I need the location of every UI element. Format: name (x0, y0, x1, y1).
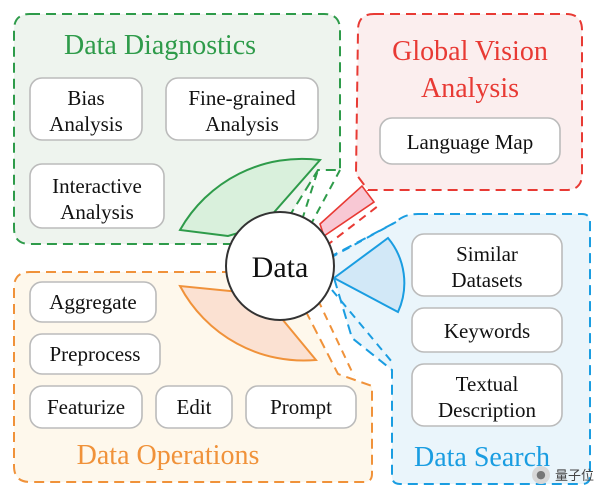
panel-operations-title: Data Operations (77, 440, 260, 471)
center-label: Data (252, 251, 309, 284)
diagnostics-items: Bias Analysis Fine-grained Analysis Inte… (29, 77, 319, 229)
item-label: Analysis (49, 112, 123, 136)
item-label: Aggregate (49, 290, 136, 314)
panel-search-title: Data Search (414, 442, 550, 473)
search-items: Similar Datasets Keywords Textual Descri… (411, 233, 563, 427)
item-keywords: Keywords (411, 307, 563, 353)
global-items: Language Map (379, 117, 561, 165)
panel-global-title-line1: Global Vision (392, 36, 548, 67)
item-label: Featurize (47, 395, 125, 419)
panel-diagnostics-title: Data Diagnostics (64, 30, 256, 61)
item-label: Textual (456, 372, 519, 396)
wedge-diagnostics (178, 157, 322, 238)
item-label: Analysis (205, 112, 279, 136)
item-label: Edit (177, 395, 212, 419)
item-language-map: Language Map (379, 117, 561, 165)
item-fine-grained-analysis: Fine-grained Analysis (165, 77, 319, 141)
item-label: Analysis (60, 200, 134, 224)
item-label: Bias (67, 86, 104, 110)
watermark-text: 量子位 (554, 469, 594, 484)
item-label: Datasets (451, 268, 522, 292)
item-edit: Edit (155, 385, 233, 429)
item-preprocess: Preprocess (29, 333, 161, 375)
item-prompt: Prompt (245, 385, 357, 429)
item-aggregate: Aggregate (29, 281, 157, 323)
connectors (301, 169, 397, 377)
wedge-operations (178, 284, 318, 362)
item-label: Interactive (52, 174, 142, 198)
item-label: Keywords (444, 319, 530, 343)
watermark: ● 量子位 (531, 465, 594, 484)
item-label: Fine-grained (188, 86, 296, 110)
item-label: Language Map (407, 130, 534, 154)
item-label: Prompt (270, 395, 332, 419)
item-label: Similar (456, 242, 518, 266)
item-bias-analysis: Bias Analysis (29, 77, 143, 141)
item-label: Description (438, 398, 536, 422)
operations-items: Aggregate Preprocess Featurize Edit Prom… (29, 281, 357, 429)
item-similar-datasets: Similar Datasets (411, 233, 563, 297)
item-textual-description: Textual Description (411, 363, 563, 427)
center-circle (225, 211, 335, 321)
wechat-icon: ● (531, 465, 550, 484)
item-interactive-analysis: Interactive Analysis (29, 163, 165, 229)
wedge-search (332, 236, 406, 314)
wedge-global (319, 184, 376, 238)
item-featurize: Featurize (29, 385, 143, 429)
item-label: Preprocess (50, 342, 141, 366)
panel-global-title-line2: Analysis (421, 73, 519, 104)
